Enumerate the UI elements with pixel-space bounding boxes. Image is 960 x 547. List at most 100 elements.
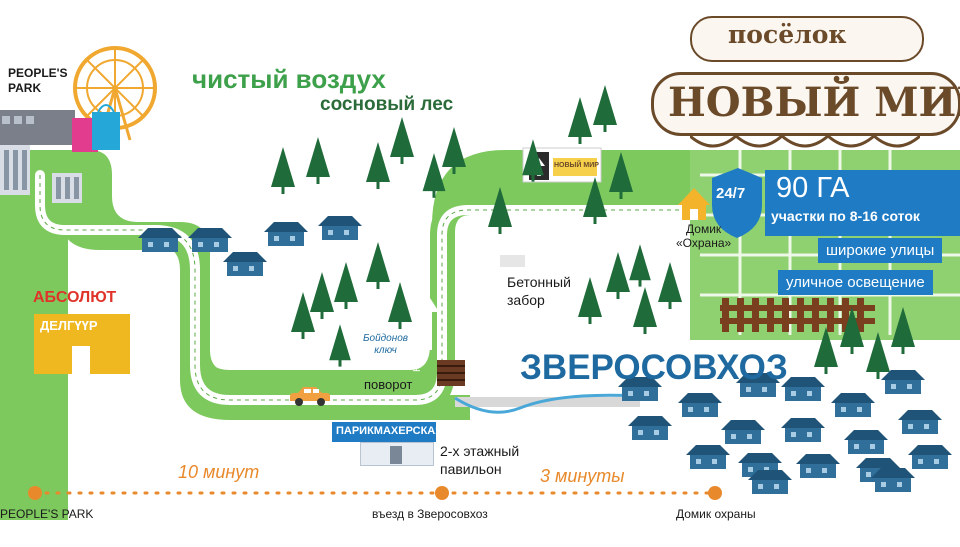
peoples-park-line2: PARK: [8, 81, 42, 95]
info-lighting: уличное освещение: [778, 270, 933, 295]
info-area-box: [765, 170, 960, 236]
house-icon: [898, 410, 942, 434]
tree-icon: [388, 282, 412, 329]
logo-frame: [651, 72, 960, 136]
turn-label: поворот: [364, 377, 413, 392]
guard-house-line2: «Охрана»: [676, 236, 732, 250]
road-center-line: [39, 175, 700, 401]
tree-icon: [578, 277, 602, 324]
house-icon: [796, 454, 840, 478]
mall-building: [0, 110, 75, 145]
tree-icon: [306, 137, 330, 184]
house-icon: [264, 222, 308, 246]
mini-logo: [553, 158, 597, 176]
timeline-segment-1: 10 минут: [178, 462, 260, 482]
badge-24-7: 24/7: [716, 185, 746, 202]
tree-icon: [271, 147, 295, 194]
timeline-stop-2-label: въезд в Зверосовхоз: [372, 507, 488, 521]
tree-icon: [593, 85, 617, 132]
tree-icon: [629, 244, 651, 287]
tree-icon: [814, 327, 838, 374]
tree-icon: [866, 332, 890, 379]
concrete-fence: [500, 255, 525, 267]
car-icon: [290, 387, 330, 406]
peoples-park-label: PEOPLE'S PARK: [8, 66, 68, 96]
concrete-fence-label: Бетонный забор: [507, 273, 571, 309]
info-streets: широкие улицы: [818, 238, 943, 263]
timeline-stop-3-label: Домик охраны: [676, 507, 756, 521]
house-icon: [618, 377, 662, 401]
tree-icon: [583, 177, 607, 224]
guard-house-label: Домик «Охрана»: [676, 222, 731, 250]
logo-prefix: посёлок: [728, 20, 847, 49]
house-icon: [871, 468, 915, 492]
house-icon: [748, 470, 792, 494]
logo-top-frame: [690, 16, 924, 62]
peoples-park-line1: PEOPLE'S: [8, 66, 68, 80]
concrete-fence-line1: Бетонный: [507, 274, 571, 290]
house-icon: [844, 430, 888, 454]
timeline-stop-1: [28, 486, 42, 500]
tree-icon: [390, 117, 414, 164]
delguur-label: ДЕЛГҮҮР: [40, 318, 98, 333]
headline-pine-forest: сосновый лес: [320, 94, 454, 115]
tree-icon: [366, 242, 390, 289]
pavilion-line1: 2-х этажный: [440, 443, 520, 459]
headline-clean-air: чистый воздух: [192, 64, 386, 94]
logo-ornament: [690, 134, 920, 148]
side-road: [455, 397, 640, 407]
shield-icon: [712, 168, 762, 238]
spring-line2: ключ: [374, 345, 397, 356]
concrete-fence-line2: забор: [507, 292, 545, 308]
tree-icon: [329, 324, 351, 367]
river: [454, 393, 641, 414]
shopping-bag-icon: [72, 104, 120, 152]
house-icon: [138, 228, 182, 252]
timeline-stop-2: [435, 486, 449, 500]
direction-label: Налево: [412, 337, 423, 372]
house-icon: [721, 420, 765, 444]
headline-zverosovkhoz: ЗВЕРОСОВХОЗ: [520, 348, 788, 387]
pavilion-line2: павильон: [440, 461, 502, 477]
store-door: [72, 346, 90, 374]
house-icon: [881, 370, 925, 394]
tree-icon: [488, 187, 512, 234]
tree-icon: [522, 139, 544, 182]
hairdresser-sign: [332, 422, 436, 442]
tree-icon: [891, 307, 915, 354]
house-icon: [678, 393, 722, 417]
house-icon: [736, 373, 780, 397]
mini-logo-text: НОВЫЙ МИР: [554, 162, 599, 169]
tree-icon: [633, 287, 657, 334]
absolut-label: АБСОЛЮТ: [33, 289, 117, 306]
info-plots: участки по 8-16 соток: [771, 208, 920, 224]
bridge: [437, 360, 465, 386]
tree-icon: [840, 307, 864, 354]
spring-label: Бойдонов ключ: [363, 333, 408, 357]
arrow-up-icon: [421, 298, 439, 350]
house-icon: [318, 216, 362, 240]
info-area: 90 ГА: [776, 172, 850, 204]
house-icon: [188, 228, 232, 252]
house-icon: [831, 393, 875, 417]
house-icon: [781, 418, 825, 442]
house-icon: [908, 445, 952, 469]
spring-line1: Бойдонов: [363, 333, 409, 344]
house-icon: [781, 377, 825, 401]
house-icon: [628, 416, 672, 440]
house-icon: [223, 252, 267, 276]
timeline-stop-1-label: PEOPLE'S PARK: [0, 507, 94, 521]
peoples-park: [0, 46, 157, 152]
timeline-segment-2: 3 минуты: [540, 466, 625, 486]
brown-fence: [720, 298, 875, 332]
tree-icon: [366, 142, 390, 189]
guard-house-line1: Домик: [686, 222, 722, 236]
tree-icon: [422, 153, 446, 198]
guard-house-icon: [678, 188, 710, 220]
tree-icon: [606, 252, 630, 299]
tree-icon: [609, 152, 633, 199]
tree-icon: [334, 262, 358, 309]
tree-icon: [442, 127, 466, 174]
